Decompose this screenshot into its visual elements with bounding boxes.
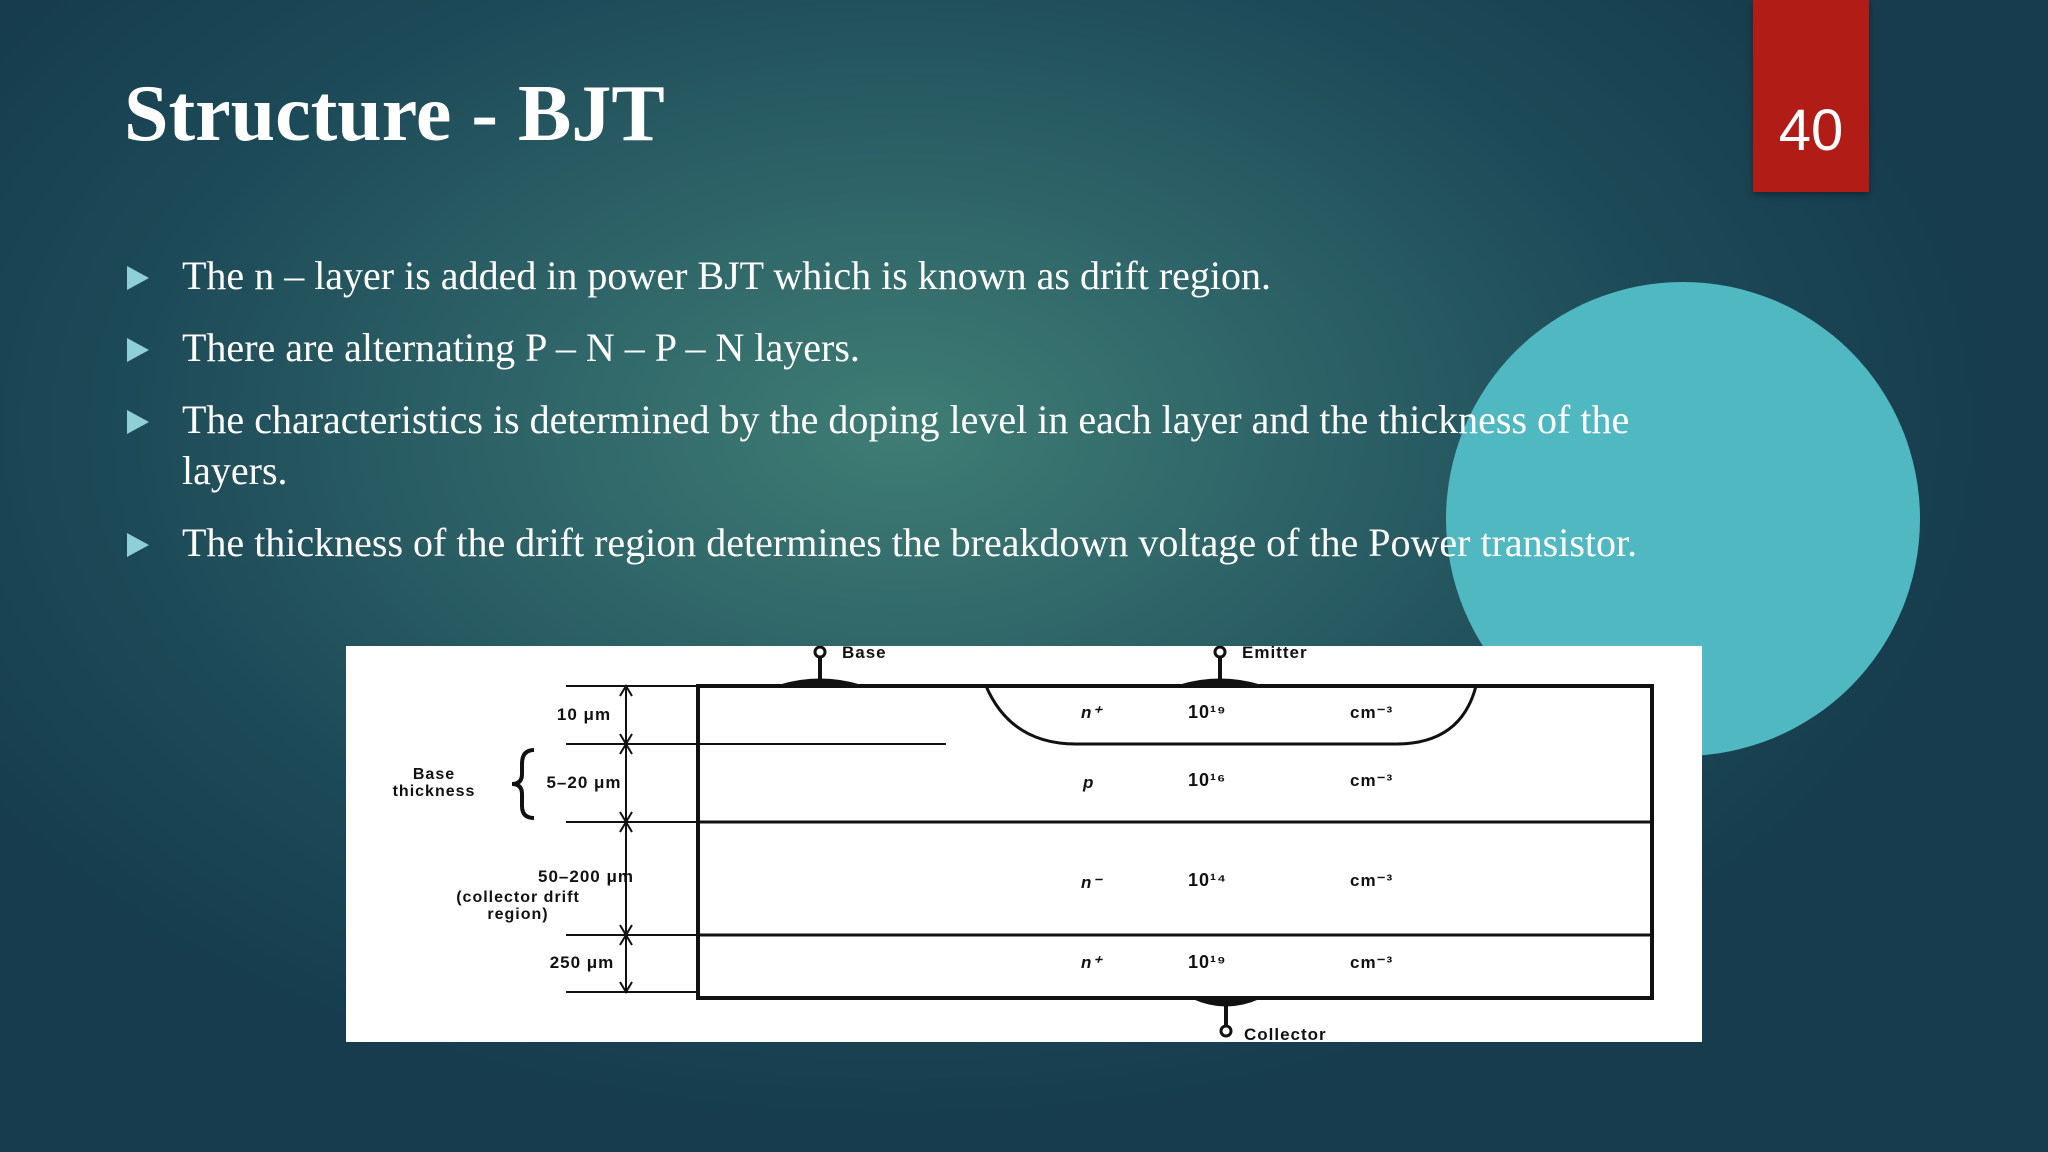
collector-drift-label: region): [487, 906, 548, 923]
layer-unit-label: cm⁻³: [1350, 871, 1393, 890]
layer-doping-label: 10¹⁹: [1188, 702, 1227, 722]
layer-type-label: n⁺: [1081, 953, 1103, 972]
layer-unit-label: cm⁻³: [1350, 771, 1393, 790]
base-thickness-label: thickness: [393, 783, 476, 800]
collector-terminal-label: Collector: [1244, 1025, 1327, 1042]
layer-unit-label: cm⁻³: [1350, 953, 1393, 972]
layer-doping-label: 10¹⁶: [1188, 770, 1226, 790]
bullet-text: The characteristics is determined by the…: [182, 397, 1630, 493]
layer-doping-label: 10¹⁴: [1188, 870, 1227, 890]
bullet-text: There are alternating P – N – P – N laye…: [182, 325, 860, 370]
layer-unit-label: cm⁻³: [1350, 703, 1393, 722]
page-number: 40: [1778, 98, 1844, 163]
layer-type-label: n⁻: [1081, 873, 1103, 892]
bullet-text: The n – layer is added in power BJT whic…: [182, 253, 1272, 298]
bjt-structure-diagram: Base Emitter Collector 10 μm 5–20 μm 50–…: [346, 646, 1702, 1042]
bullet-list: The n – layer is added in power BJT whic…: [124, 250, 1684, 589]
layer-thickness-label: 250 μm: [550, 953, 615, 972]
layer-doping-label: 10¹⁹: [1188, 952, 1227, 972]
bullet-arrow-icon: [127, 338, 149, 362]
bullet-item: The n – layer is added in power BJT whic…: [124, 250, 1684, 301]
page-number-badge: 40: [1753, 0, 1869, 192]
bullet-text: The thickness of the drift region determ…: [182, 520, 1638, 565]
bullet-arrow-icon: [127, 266, 149, 290]
bullet-item: The characteristics is determined by the…: [124, 394, 1684, 496]
layer-thickness-label: 10 μm: [557, 705, 611, 724]
bullet-item: The thickness of the drift region determ…: [124, 517, 1684, 568]
layer-thickness-label: 50–200 μm: [538, 867, 634, 886]
bullet-arrow-icon: [127, 533, 149, 557]
bullet-item: There are alternating P – N – P – N laye…: [124, 322, 1684, 373]
base-terminal-label: Base: [842, 646, 887, 662]
layer-thickness-label: 5–20 μm: [546, 773, 621, 792]
slide-title: Structure - BJT: [124, 70, 665, 158]
base-thickness-label: Base: [413, 766, 455, 783]
layer-type-label: p: [1082, 773, 1094, 792]
layer-type-label: n⁺: [1081, 703, 1103, 722]
collector-drift-label: (collector drift: [456, 889, 580, 906]
emitter-terminal-label: Emitter: [1242, 646, 1308, 662]
bullet-arrow-icon: [127, 410, 149, 434]
